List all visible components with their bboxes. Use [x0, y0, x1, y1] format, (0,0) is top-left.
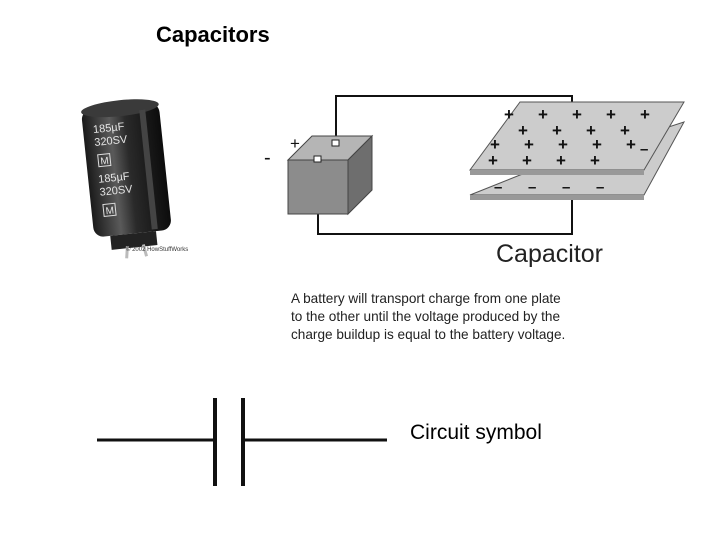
battery-minus-sign: - [264, 147, 271, 169]
charge-sign: – [596, 179, 604, 196]
capacitor-photo: 185µF 320SV M 185µF 320SV M [81, 99, 171, 259]
photo-copyright: © 2002 HowStuffWorks [126, 247, 189, 253]
charge-sign: – [562, 179, 570, 196]
charge-sign: + [556, 151, 566, 170]
charge-sign: + [572, 105, 582, 124]
charge-sign: – [528, 179, 536, 196]
photo-marking: M [100, 156, 109, 168]
photo-marking: M [105, 205, 114, 217]
photo-marking: 320SV [99, 183, 134, 198]
plate-minus-signs: – – – – – [494, 141, 648, 196]
charge-sign: + [488, 151, 498, 170]
charge-sign: + [558, 135, 568, 154]
charge-sign: + [490, 135, 500, 154]
charge-sign: + [504, 105, 514, 124]
charge-sign: + [620, 121, 630, 140]
charge-sign: + [538, 105, 548, 124]
charge-sign: – [640, 141, 648, 158]
photo-marking: 320SV [94, 134, 129, 149]
charge-sign: + [552, 121, 562, 140]
charge-sign: + [590, 151, 600, 170]
capacitor-circuit-symbol [97, 398, 387, 486]
circuit-symbol-label: Circuit symbol [410, 421, 542, 444]
slide-title: Capacitors [156, 22, 270, 47]
plate-plus-signs: ++++++++++++++++++ [488, 105, 650, 170]
charge-sign: + [640, 105, 650, 124]
battery-plus-sign: + [290, 134, 300, 153]
photo-marking: 185µF [92, 121, 125, 136]
capacitor-label: Capacitor [496, 240, 603, 268]
charge-sign: + [606, 105, 616, 124]
charge-sign: – [494, 179, 502, 196]
charge-sign: + [626, 135, 636, 154]
battery [287, 159, 349, 215]
photo-marking: 185µF [98, 171, 131, 186]
battery-capacitor-diagram: + - ++++++++++++++++++ ––––– [264, 95, 686, 235]
charge-sign: + [586, 121, 596, 140]
charge-sign: + [592, 135, 602, 154]
charge-sign: + [522, 151, 532, 170]
charge-sign: + [524, 135, 534, 154]
capacitor-description: A battery will transport charge from one… [291, 291, 566, 342]
charge-sign: + [518, 121, 528, 140]
